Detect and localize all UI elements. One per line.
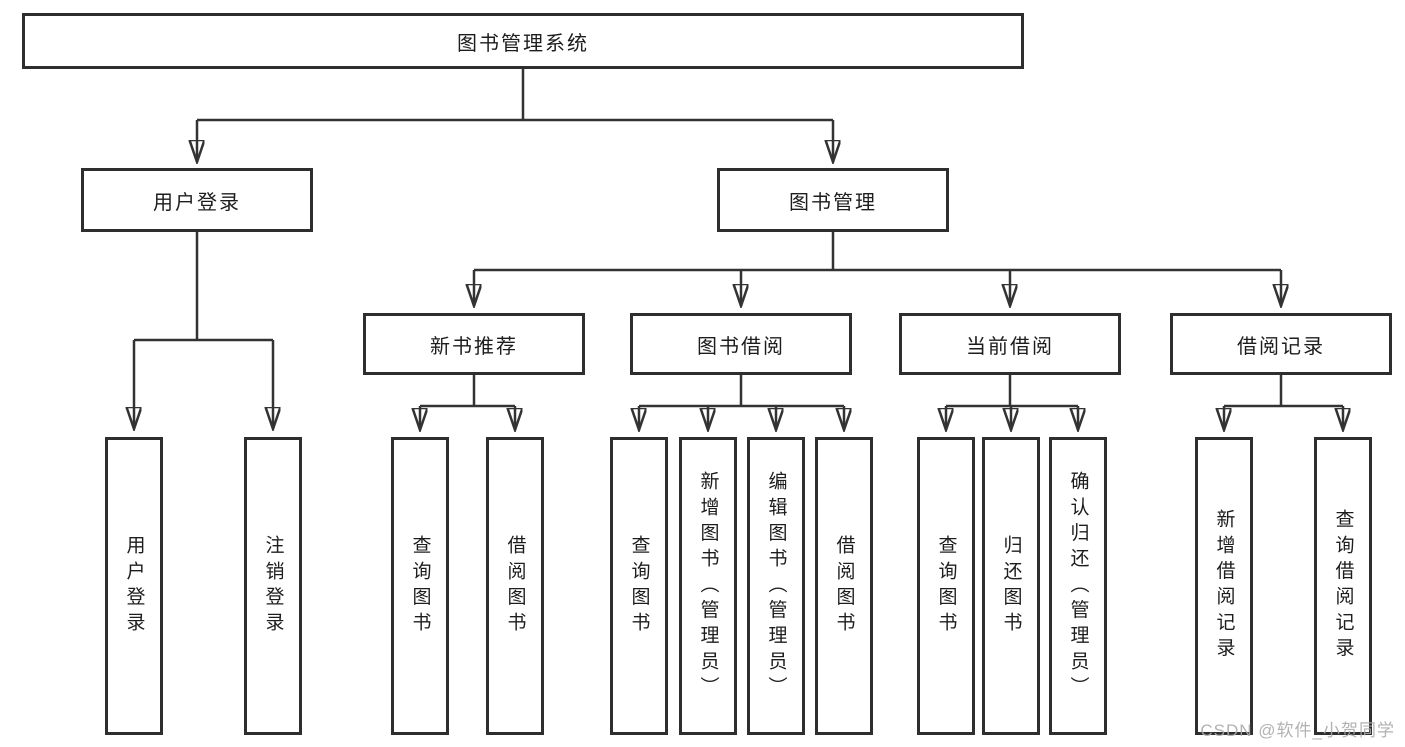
leaf-br-query-record: 查询借阅记录 [1314, 437, 1372, 735]
node-user-login: 用户登录 [81, 168, 313, 232]
leaf-bb-add-book-admin-label: 新增图书（管理员） [697, 470, 719, 702]
leaf-nbr-query-books-label: 查询图书 [409, 534, 431, 638]
leaf-bb-borrow-books: 借阅图书 [815, 437, 873, 735]
leaf-nbr-borrow-books: 借阅图书 [486, 437, 544, 735]
leaf-cb-return-book-label: 归还图书 [1000, 534, 1022, 638]
leaf-bb-borrow-books-label: 借阅图书 [833, 534, 855, 638]
leaf-user-login-label: 用户登录 [123, 534, 145, 638]
leaf-bb-query-books: 查询图书 [610, 437, 668, 735]
node-root-label: 图书管理系统 [457, 32, 589, 55]
node-book-management: 图书管理 [717, 168, 949, 232]
node-root: 图书管理系统 [22, 13, 1024, 69]
leaf-br-add-record-label: 新增借阅记录 [1213, 509, 1235, 663]
leaf-cb-confirm-return-admin-label: 确认归还（管理员） [1067, 470, 1089, 702]
leaf-nbr-query-books: 查询图书 [391, 437, 449, 735]
leaf-bb-edit-book-admin-label: 编辑图书（管理员） [765, 470, 787, 702]
leaf-cb-query-books: 查询图书 [917, 437, 975, 735]
node-book-management-label: 图书管理 [789, 191, 877, 214]
leaf-logout: 注销登录 [244, 437, 302, 735]
leaf-bb-query-books-label: 查询图书 [628, 534, 650, 638]
node-borrow-records-label: 借阅记录 [1237, 335, 1325, 358]
node-current-borrow: 当前借阅 [899, 313, 1121, 375]
node-book-borrow-label: 图书借阅 [697, 335, 785, 358]
leaf-cb-query-books-label: 查询图书 [935, 534, 957, 638]
leaf-bb-add-book-admin: 新增图书（管理员） [679, 437, 737, 735]
leaf-br-add-record: 新增借阅记录 [1195, 437, 1253, 735]
leaf-cb-confirm-return-admin: 确认归还（管理员） [1049, 437, 1107, 735]
node-current-borrow-label: 当前借阅 [966, 335, 1054, 358]
leaf-bb-edit-book-admin: 编辑图书（管理员） [747, 437, 805, 735]
leaf-br-query-record-label: 查询借阅记录 [1332, 509, 1354, 663]
leaf-logout-label: 注销登录 [262, 534, 284, 638]
leaf-user-login: 用户登录 [105, 437, 163, 735]
leaf-nbr-borrow-books-label: 借阅图书 [504, 534, 526, 638]
node-user-login-label: 用户登录 [153, 191, 241, 214]
leaf-cb-return-book: 归还图书 [982, 437, 1040, 735]
csdn-watermark: CSDN @软件_小贺同学 [1200, 721, 1395, 740]
node-new-book-recommend: 新书推荐 [363, 313, 585, 375]
node-book-borrow: 图书借阅 [630, 313, 852, 375]
node-borrow-records: 借阅记录 [1170, 313, 1392, 375]
node-new-book-recommend-label: 新书推荐 [430, 335, 518, 358]
